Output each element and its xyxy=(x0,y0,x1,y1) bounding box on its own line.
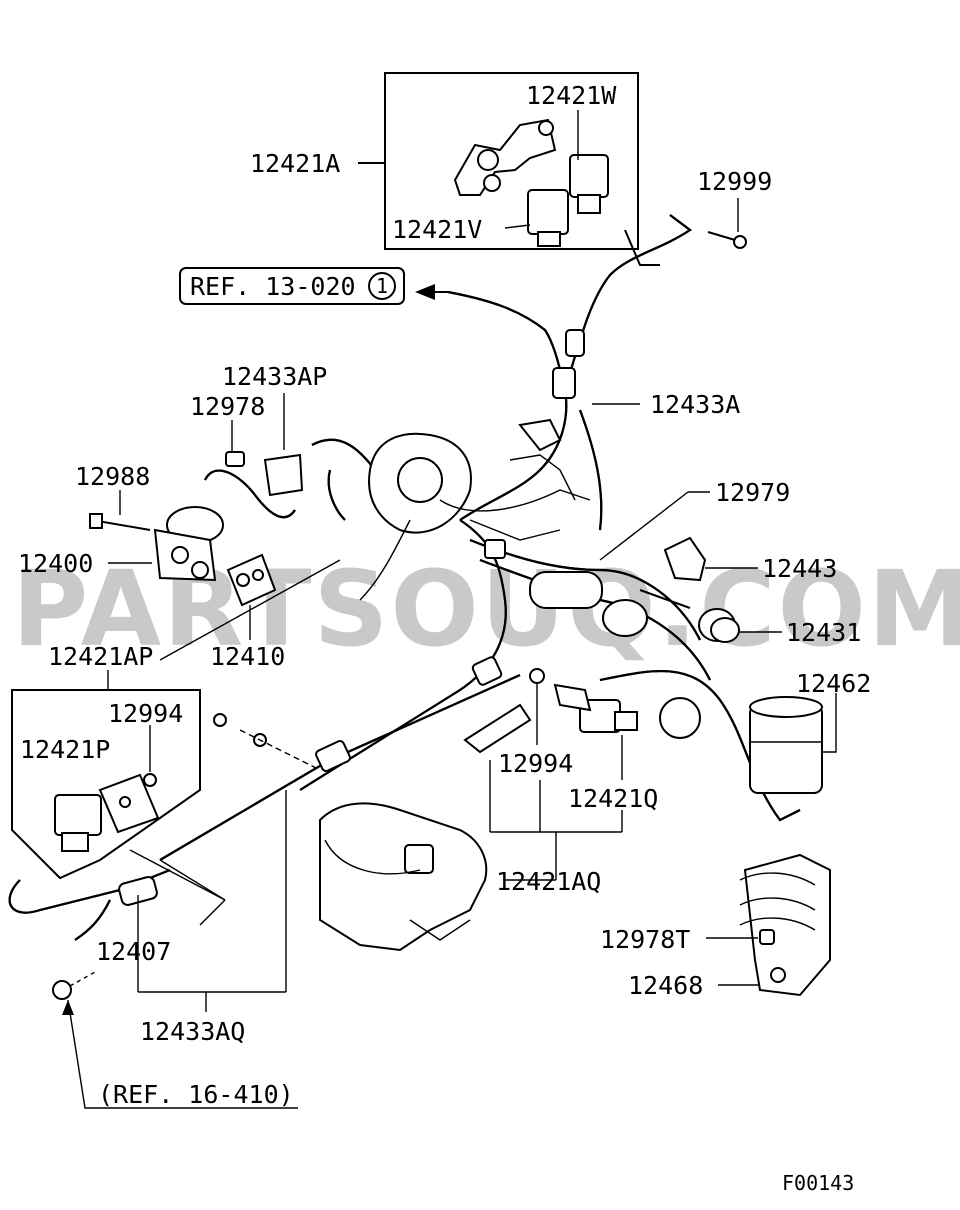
gasket-12410 xyxy=(226,553,277,640)
label-12421P: 12421P xyxy=(20,735,110,764)
bracket-12468 xyxy=(718,853,831,997)
label-12994-mid: 12994 xyxy=(498,749,573,778)
label-12978T: 12978T xyxy=(600,925,690,954)
label-12421Q: 12421Q xyxy=(568,784,658,813)
label-12468: 12468 xyxy=(628,971,703,1000)
label-12988: 12988 xyxy=(75,462,150,491)
bolt-12978 xyxy=(225,420,245,467)
hose-12979 xyxy=(599,491,710,561)
fitting-ref-16-410 xyxy=(52,971,298,1109)
ref-13-020-circle-number: 1 xyxy=(376,274,388,298)
label-12433AQ: 12433AQ xyxy=(140,1017,245,1046)
egr-valve-12400 xyxy=(108,506,224,582)
label-12421AP: 12421AP xyxy=(48,642,153,671)
label-12443: 12443 xyxy=(762,554,837,583)
solenoid-12421Q xyxy=(553,683,638,780)
ref-16-410-text: (REF. 16-410) xyxy=(98,1080,294,1109)
ref-13-020-box xyxy=(179,267,448,305)
label-12421W: 12421W xyxy=(526,81,617,110)
group-12421AQ xyxy=(489,760,623,881)
label-12431: 12431 xyxy=(786,618,861,647)
label-12979: 12979 xyxy=(715,478,790,507)
ref-13-020-text: REF. 13-020 xyxy=(190,272,356,301)
figure-code: F00143 xyxy=(782,1171,854,1195)
label-12433AP: 12433AP xyxy=(222,362,327,391)
bracket-12443 xyxy=(639,536,758,609)
hose-12433AP xyxy=(204,393,376,521)
label-12421A: 12421A xyxy=(250,149,340,178)
label-12978: 12978 xyxy=(190,392,265,421)
label-12433A: 12433A xyxy=(650,390,740,419)
label-12999: 12999 xyxy=(697,167,772,196)
label-12407: 12407 xyxy=(96,937,171,966)
bolt-12999 xyxy=(707,198,747,249)
bolt-12978T xyxy=(706,929,775,945)
throttle-body-engine xyxy=(359,418,591,601)
inset-box-12421AP xyxy=(11,559,341,880)
label-12421V: 12421V xyxy=(392,215,482,244)
label-12994-left: 12994 xyxy=(108,699,183,728)
canister-12462 xyxy=(749,693,837,794)
label-12462: 12462 xyxy=(796,669,871,698)
bolt-12988 xyxy=(89,490,151,531)
nut-12994-mid xyxy=(463,668,545,754)
label-12421AQ: 12421AQ xyxy=(496,867,601,896)
label-12400: 12400 xyxy=(18,549,93,578)
hose-12433AQ xyxy=(8,713,321,1012)
inset-box-12421A xyxy=(358,72,639,250)
lower-manifold xyxy=(319,802,488,952)
label-12410: 12410 xyxy=(210,642,285,671)
hose-assembly-12433A xyxy=(447,214,692,531)
main-vacuum-hoses xyxy=(159,519,801,861)
valve-12431 xyxy=(698,608,782,643)
